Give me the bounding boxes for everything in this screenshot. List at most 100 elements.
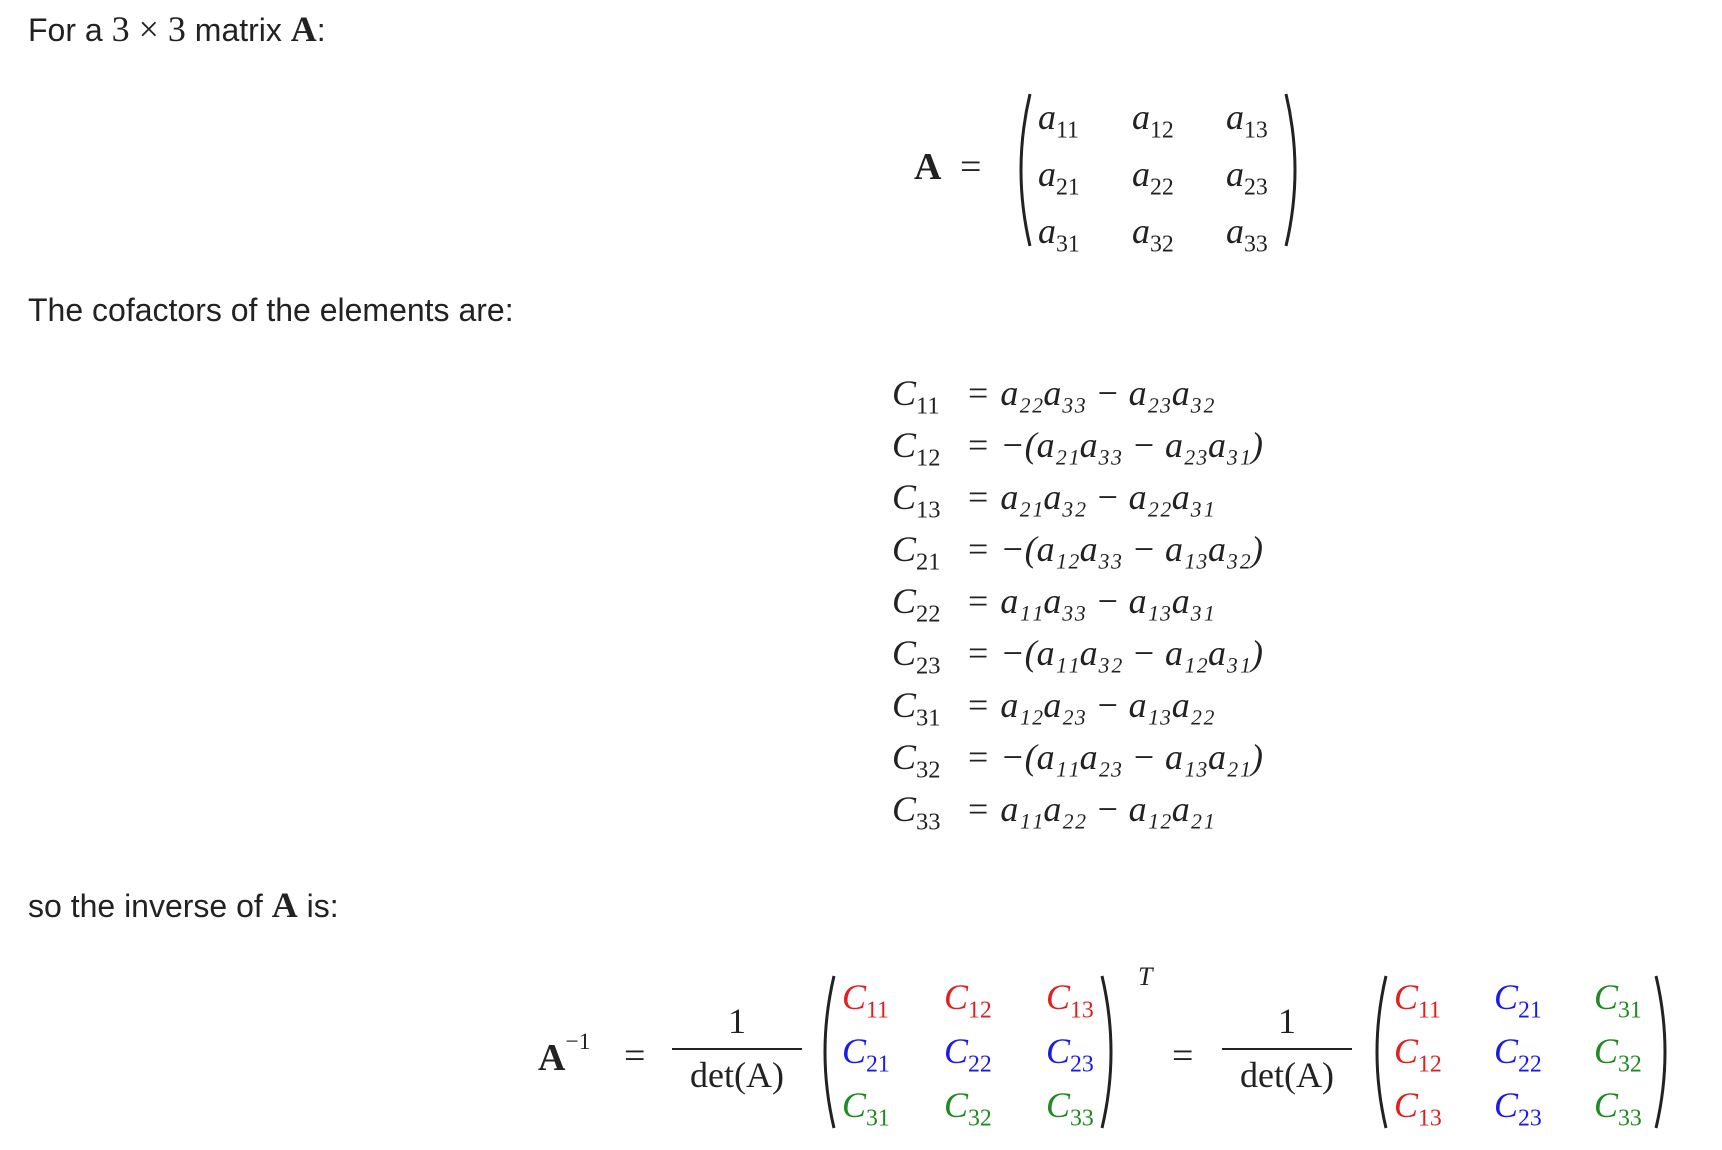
matrix-cell-base: a xyxy=(1132,154,1150,194)
matrix-cell-subscript: 21 xyxy=(1056,174,1080,201)
cofactor-lhs-subscript: 11 xyxy=(916,392,940,420)
fraction-1: 1 det(A) xyxy=(672,1000,802,1096)
cofactor-lhs-base: C xyxy=(892,529,917,569)
intro-suffix: : xyxy=(316,12,326,48)
matrix-cell-subscript: 32 xyxy=(1150,231,1174,258)
inverse-intro-suffix: is: xyxy=(297,888,339,924)
matrix-cell-base: C xyxy=(842,977,867,1017)
cofactor-lhs: C12 xyxy=(892,424,960,470)
fraction-2-numerator: 1 xyxy=(1278,1001,1296,1041)
matrix-cell: a31 xyxy=(1038,210,1080,256)
matrix-cell: C13 xyxy=(1046,976,1094,1022)
cofactor-lhs: C23 xyxy=(892,632,960,678)
matrix-cell: C11 xyxy=(842,976,889,1022)
fraction-2: 1 det(A) xyxy=(1222,1000,1352,1096)
cofactor-equals: = xyxy=(968,685,989,725)
matrix-cell-subscript: 11 xyxy=(1056,117,1079,144)
cofactor-lhs: C11 xyxy=(892,372,960,418)
matrix-cell-subscript: 33 xyxy=(1070,1105,1094,1132)
matrix-cell: C12 xyxy=(944,976,992,1022)
matrix-cell-subscript: 12 xyxy=(1150,117,1174,144)
matrix-cell-subscript: 21 xyxy=(866,1051,890,1078)
matrix-cell: a32 xyxy=(1132,210,1174,256)
matrix-cell: C31 xyxy=(1594,976,1642,1022)
fraction-1-numerator: 1 xyxy=(728,1001,746,1041)
matrix-cell: C23 xyxy=(1046,1030,1094,1076)
inverse-lhs-exponent: −1 xyxy=(565,1028,591,1055)
matrix-cell: C22 xyxy=(1494,1030,1542,1076)
cofactor-rhs: a₂₁a₃₂ − a₂₂a₃₁ xyxy=(1000,477,1215,517)
matrix-cell: C21 xyxy=(842,1030,890,1076)
matrix-cell-base: a xyxy=(1132,211,1150,251)
cofactor-lhs: C21 xyxy=(892,528,960,574)
matrix-cell-base: C xyxy=(944,1085,969,1125)
matrix-cell-subscript: 11 xyxy=(1418,997,1441,1024)
inverse-equals-2: = xyxy=(1172,1035,1194,1077)
cofactor-lhs: C31 xyxy=(892,684,960,730)
cofactor-lhs-subscript: 13 xyxy=(916,496,941,524)
intro-middle: matrix xyxy=(185,12,291,48)
cofactor-lhs: C32 xyxy=(892,736,960,782)
matrix-cell-base: C xyxy=(944,977,969,1017)
fraction-2-bar xyxy=(1222,1048,1352,1050)
matrix-cell: C23 xyxy=(1494,1084,1542,1130)
right-paren-icon xyxy=(1284,93,1297,247)
matrix-cell-subscript: 13 xyxy=(1418,1105,1442,1132)
cofactor-lhs-base: C xyxy=(892,737,917,777)
matrix-cell-base: a xyxy=(1038,211,1056,251)
matrix-cell-base: C xyxy=(1394,1085,1419,1125)
matrix-cell-subscript: 31 xyxy=(866,1105,890,1132)
matrix-cell-base: C xyxy=(842,1085,867,1125)
cofactor-rhs: −(a₁₁a₃₂ − a₁₂a₃₁) xyxy=(1000,633,1263,673)
inverse-intro-prefix: so the inverse of xyxy=(28,888,272,924)
matrix-cell: C21 xyxy=(1494,976,1542,1022)
matrix-cell-base: a xyxy=(1132,97,1150,137)
cofactor-equals: = xyxy=(968,373,989,413)
matrix-cell: a21 xyxy=(1038,153,1080,199)
matrix-cell-subscript: 13 xyxy=(1070,997,1094,1024)
matrix-cell-base: C xyxy=(1494,977,1519,1017)
matrix-cell-base: C xyxy=(1494,1085,1519,1125)
matrix-cell-subscript: 12 xyxy=(968,997,992,1024)
matrix-cell-base: a xyxy=(1226,97,1244,137)
cofactor-rhs: −(a₂₁a₃₃ − a₂₃a₃₁) xyxy=(1000,425,1263,465)
cofactor-equals: = xyxy=(968,477,989,517)
cofactor-equals: = xyxy=(968,633,989,673)
matrix-cell: C13 xyxy=(1394,1084,1442,1130)
cofactor-lhs-base: C xyxy=(892,477,917,517)
cofactor-lhs-base: C xyxy=(892,633,917,673)
cofactor-row: C32=−(a₁₁a₂₃ − a₁₃a₂₁) xyxy=(892,736,1263,782)
matrix-cell: C12 xyxy=(1394,1030,1442,1076)
left-paren-icon xyxy=(1019,93,1032,247)
cofactor-row: C12= −(a₂₁a₃₃ − a₂₃a₃₁) xyxy=(892,424,1263,470)
fraction-1-denominator: det(A) xyxy=(690,1055,784,1095)
matrix-cell-subscript: 22 xyxy=(968,1051,992,1078)
matrix-cell: C22 xyxy=(944,1030,992,1076)
matrix-cell: a11 xyxy=(1038,96,1079,142)
right-paren-icon xyxy=(1654,975,1667,1129)
matrix-cell-subscript: 12 xyxy=(1418,1051,1442,1078)
matrix-cell-base: C xyxy=(1046,1031,1071,1071)
matrix-cell-base: C xyxy=(1594,977,1619,1017)
cofactor-lhs-subscript: 22 xyxy=(916,600,941,628)
matrix-cell-base: C xyxy=(1046,1085,1071,1125)
fraction-1-bar xyxy=(672,1048,802,1050)
matrix-cell: a23 xyxy=(1226,153,1268,199)
cofactor-row: C23=−(a₁₁a₃₂ − a₁₂a₃₁) xyxy=(892,632,1263,678)
matrix-cell: C31 xyxy=(842,1084,890,1130)
matrix-cell-subscript: 31 xyxy=(1056,231,1080,258)
matrix-cell-base: C xyxy=(1494,1031,1519,1071)
matrix-cell: a12 xyxy=(1132,96,1174,142)
matrix-cell-base: C xyxy=(1594,1085,1619,1125)
matrix-cell-subscript: 23 xyxy=(1070,1051,1094,1078)
cofactor-row: C33=a₁₁a₂₂ − a₁₂a₂₁ xyxy=(892,788,1215,834)
cofactor-lhs-base: C xyxy=(892,789,917,829)
cofactor-equals: = xyxy=(968,581,989,621)
cofactor-equals: = xyxy=(968,425,989,465)
cofactor-row: C11=a₂₂a₃₃ − a₂₃a₃₂ xyxy=(892,372,1215,418)
cofactor-lhs-base: C xyxy=(892,581,917,621)
matrix-a-equals: = xyxy=(960,146,982,188)
cofactor-rhs: a₁₂a₂₃ − a₁₃a₂₂ xyxy=(1000,685,1215,725)
cofactor-lhs-subscript: 23 xyxy=(916,652,941,680)
matrix-cell-subscript: 22 xyxy=(1150,174,1174,201)
